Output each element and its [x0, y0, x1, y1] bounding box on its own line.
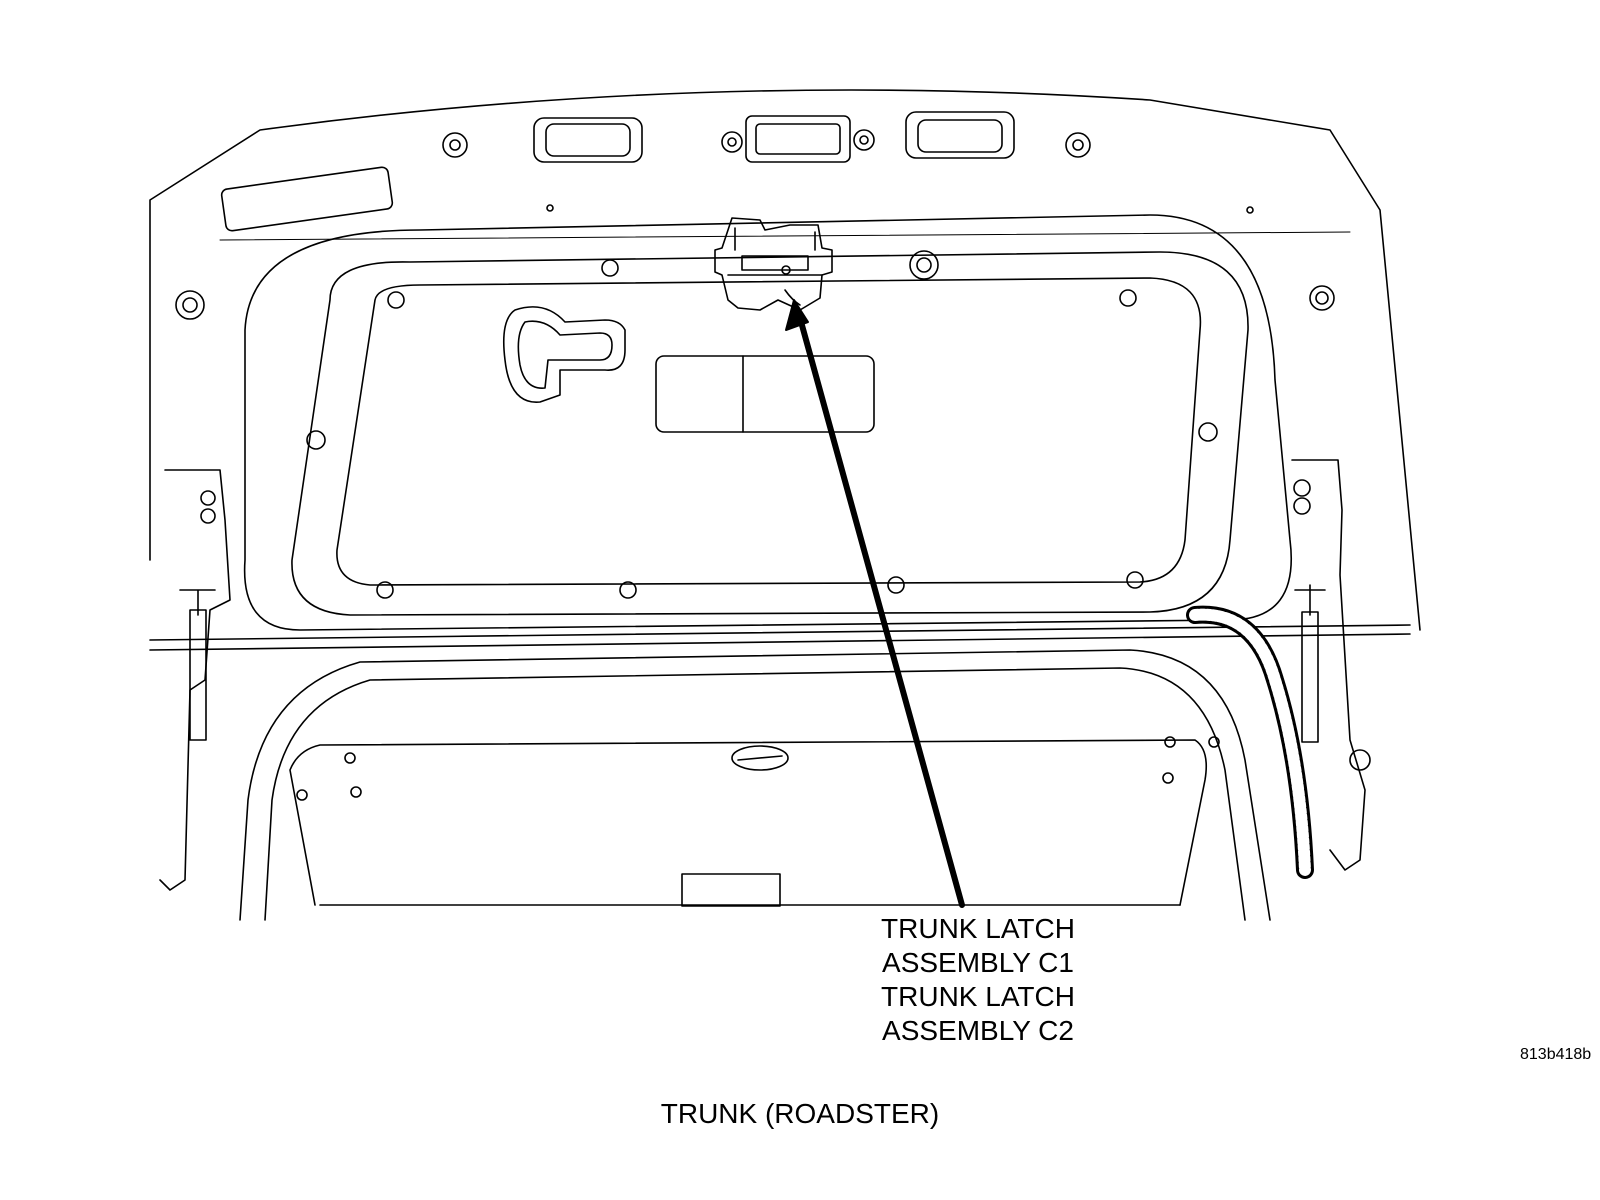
- callout-line-2: ASSEMBLY C1: [882, 947, 1074, 978]
- callout-line-4: ASSEMBLY C2: [882, 1015, 1074, 1046]
- trunk-latch-assembly: [714, 217, 833, 311]
- right-hinge: [1291, 459, 1371, 871]
- top-slot-left: [533, 117, 643, 163]
- callout-line-3: TRUNK LATCH: [881, 981, 1075, 1012]
- top-slot-left-inner: [545, 123, 631, 157]
- trunk-floor-block: [681, 873, 781, 907]
- figure-id: 813b418b: [1520, 1046, 1592, 1063]
- deck-lid-outline: [149, 89, 1421, 631]
- trunk-opening-outer: [239, 649, 1271, 921]
- trunk-latch-callout: TRUNK LATCH ASSEMBLY C1 TRUNK LATCH ASSE…: [858, 912, 1098, 1048]
- top-slot-right-inner: [917, 119, 1003, 153]
- inner-frame-inner: [336, 277, 1202, 586]
- trunk-oval: [731, 745, 789, 771]
- callout-line-1: TRUNK LATCH: [881, 913, 1075, 944]
- top-slot-center-inner: [755, 123, 841, 155]
- trunk-opening-inner: [264, 667, 1246, 921]
- center-panel: [655, 355, 875, 433]
- figure-caption: TRUNK (ROADSTER): [660, 1098, 940, 1129]
- top-slot-center: [745, 115, 851, 163]
- deck-lid-inner-skin: [243, 214, 1292, 631]
- left-hinge: [159, 469, 231, 891]
- label-plate: [220, 166, 394, 232]
- top-slot-right: [905, 111, 1015, 159]
- inner-frame-outer: [291, 251, 1249, 616]
- handle-recess: [502, 306, 626, 403]
- leader-arrow-head: [785, 299, 809, 331]
- trunk-cavity: [289, 739, 1208, 906]
- leader-arrow-line: [797, 315, 965, 908]
